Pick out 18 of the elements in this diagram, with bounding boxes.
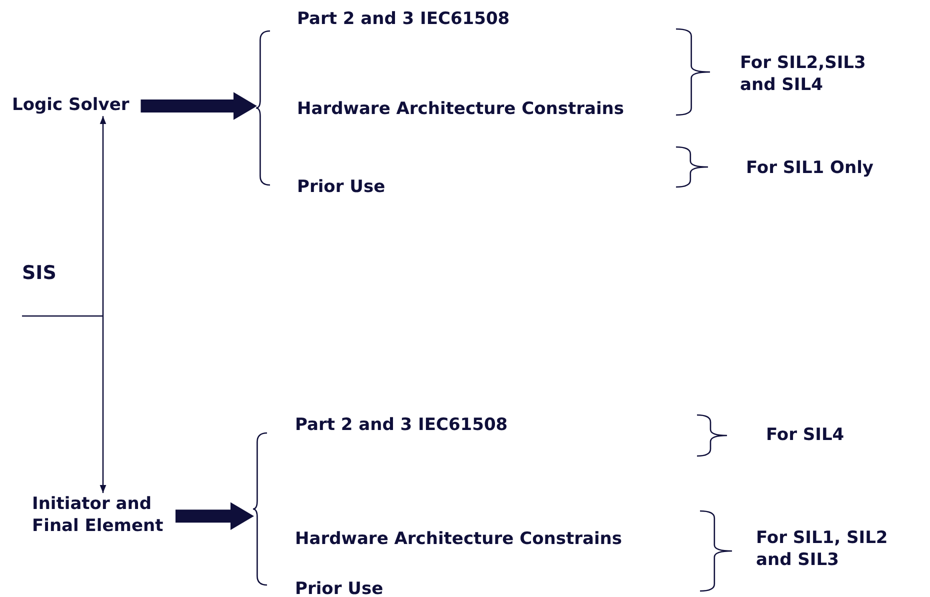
item-text: Logic Solver	[12, 94, 130, 116]
item-text: Hardware Architecture Constrains	[297, 98, 624, 120]
item-text: For SIL4	[766, 424, 844, 446]
block-arrow	[140, 92, 257, 120]
item-text: Prior Use	[297, 176, 386, 198]
item-text: Initiator and Final Element	[32, 493, 164, 538]
double-arrow	[100, 116, 106, 493]
system-label: SIS	[22, 262, 56, 286]
block-arrow	[176, 502, 254, 530]
curly-brace	[256, 30, 270, 186]
item-text: For SIL1, SIL2 and SIL3	[756, 527, 906, 572]
item-text: Hardware Architecture Constrains	[295, 528, 622, 550]
item-text: Part 2 and 3 IEC61508	[297, 8, 510, 30]
curly-brace	[253, 432, 267, 586]
item-text: Prior Use	[295, 578, 384, 597]
item-text: Part 2 and 3 IEC61508	[295, 414, 508, 436]
item-text: For SIL2,SIL3 and SIL4	[740, 52, 880, 96]
item-text: For SIL1 Only	[746, 157, 874, 180]
